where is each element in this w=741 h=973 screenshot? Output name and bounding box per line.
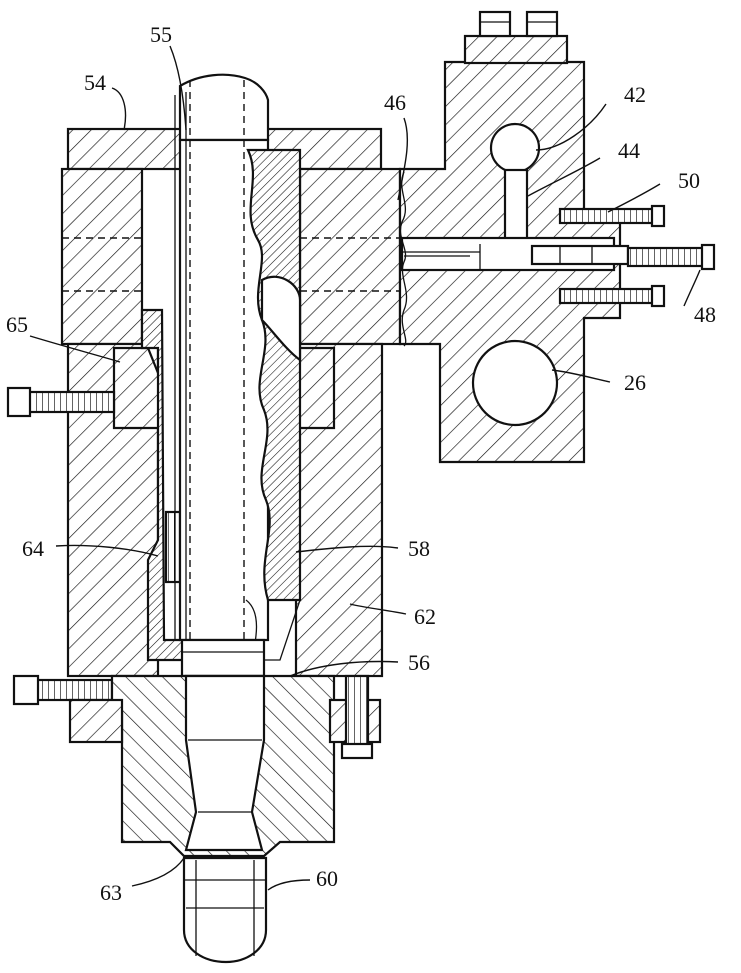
vertical-bolt (340, 674, 374, 760)
right-housing-62 (294, 167, 402, 678)
nozzle-tip-60 (182, 856, 268, 964)
label-63: 63 (100, 880, 122, 905)
label-62: 62 (414, 604, 436, 629)
label-54: 54 (84, 70, 106, 95)
label-65: 65 (6, 312, 28, 337)
bolt-48 (626, 243, 716, 271)
label-48: 48 (694, 302, 716, 327)
leader-lines (29, 45, 701, 891)
ball-42 (489, 122, 541, 174)
label-56: 56 (408, 650, 430, 675)
label-64: 64 (22, 536, 44, 561)
label-42: 42 (624, 82, 646, 107)
label-50: 50 (678, 168, 700, 193)
reference-labels: 55 54 46 42 44 50 48 65 26 64 58 62 56 6… (6, 22, 716, 905)
label-60: 60 (316, 866, 338, 891)
label-55: 55 (150, 22, 172, 47)
rod-55 (174, 73, 302, 678)
bolt-50 (558, 204, 666, 228)
label-46: 46 (384, 90, 406, 115)
label-58: 58 (408, 536, 430, 561)
label-26: 26 (624, 370, 646, 395)
nozzle-body-56 (68, 674, 382, 858)
bolt-lower (558, 284, 666, 308)
sleeve-64 (140, 308, 188, 662)
label-44: 44 (618, 138, 640, 163)
bore-26 (471, 339, 559, 427)
side-bolt-upper (6, 386, 116, 418)
manifold-block (398, 10, 630, 464)
